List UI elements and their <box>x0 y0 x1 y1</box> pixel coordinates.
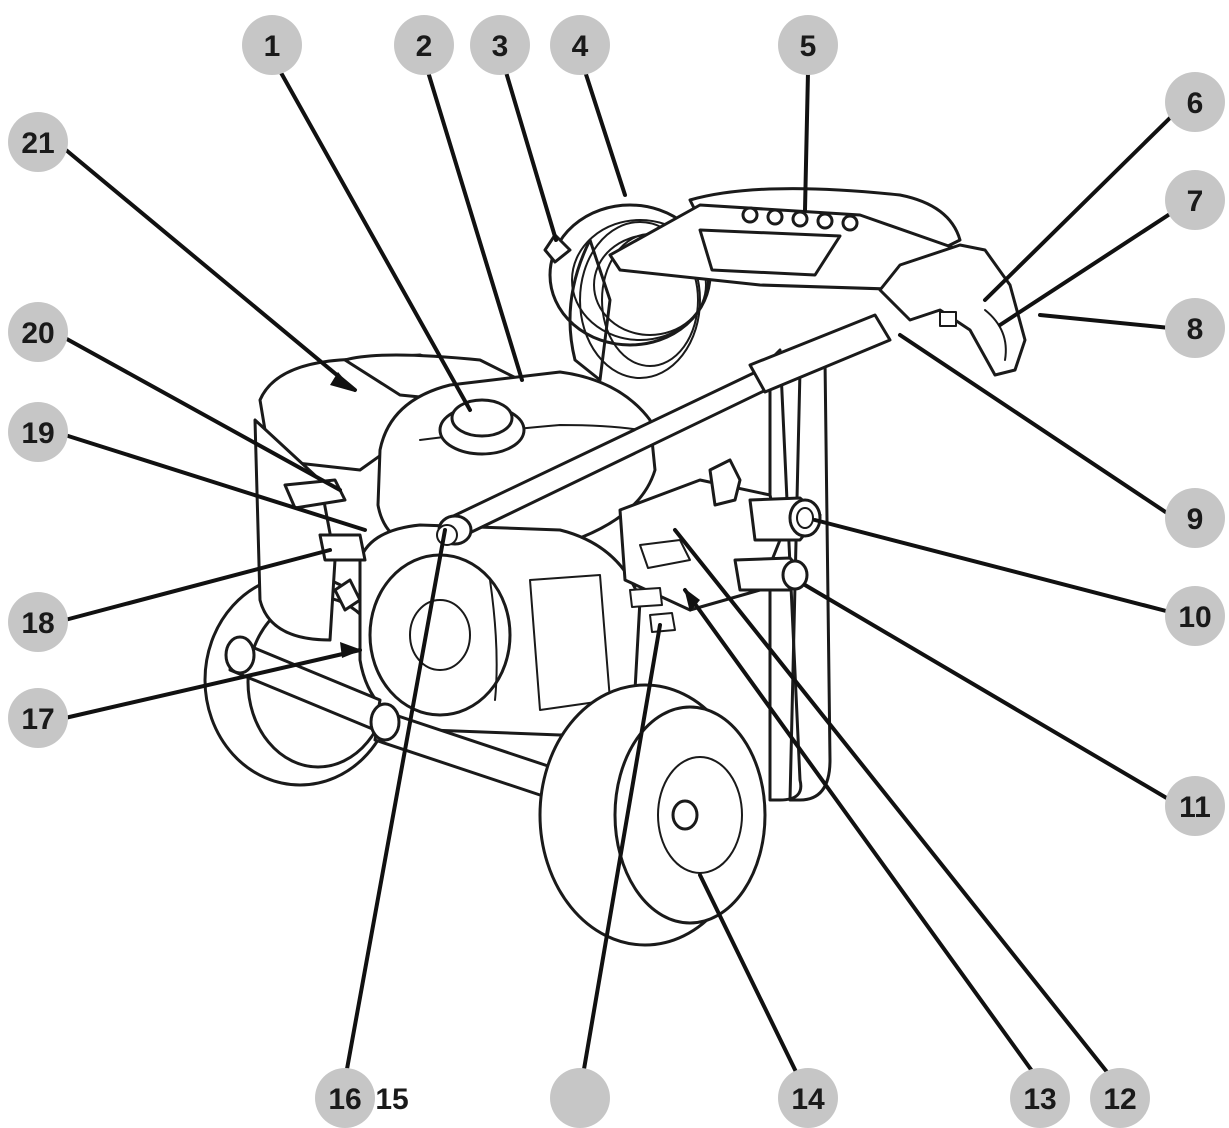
callout-number: 14 <box>791 1083 825 1116</box>
leader-blank <box>581 623 662 1077</box>
callout-number: 11 <box>1179 791 1211 824</box>
callout-8: 8 <box>1165 298 1225 358</box>
callout-14: 14 <box>778 1068 838 1128</box>
callout-number: 13 <box>1023 1083 1056 1116</box>
callout-number: 6 <box>1187 87 1204 120</box>
engine-body <box>253 353 522 642</box>
pressure-washer-illustration <box>203 187 1027 947</box>
pump <box>618 458 822 633</box>
callout-17: 17 <box>8 688 68 748</box>
callout-number: 10 <box>1178 601 1211 634</box>
callout-4: 4 <box>550 15 610 75</box>
leader-2 <box>423 60 524 382</box>
spray-wand <box>436 313 892 546</box>
callout-18: 18 <box>8 592 68 652</box>
arrowhead-21 <box>330 372 355 392</box>
callout-number: 4 <box>572 30 589 63</box>
callout-number: 19 <box>21 417 54 450</box>
callout-3: 3 <box>470 15 530 75</box>
leader-5 <box>803 70 810 212</box>
callout-10: 10 <box>1165 586 1225 646</box>
arrowhead-13 <box>684 588 700 612</box>
leader-10 <box>813 518 1172 614</box>
leader-7 <box>998 208 1178 327</box>
callout-number: 15 <box>375 1083 408 1116</box>
leader-9 <box>898 333 1172 517</box>
leader-1 <box>273 60 472 412</box>
leader-16 <box>343 528 447 1082</box>
leader-6 <box>983 110 1178 302</box>
leader-21 <box>58 143 357 392</box>
leader-19 <box>63 433 367 532</box>
leader-3 <box>501 60 558 242</box>
frame-handle <box>568 187 962 802</box>
callout-number: 9 <box>1187 503 1204 536</box>
spray-gun <box>878 243 1027 377</box>
callout-number: 3 <box>492 30 509 63</box>
callout-15: 15 <box>375 1083 408 1116</box>
callout-11: 11 <box>1165 776 1225 836</box>
callout-number: 16 <box>328 1083 361 1116</box>
callout-5: 5 <box>778 15 838 75</box>
leader-17 <box>63 648 362 720</box>
leader-4 <box>580 60 627 197</box>
leader-11 <box>803 583 1172 802</box>
base-frame <box>224 635 562 802</box>
callout-1: 1 <box>242 15 302 75</box>
callout-number: 1 <box>264 30 281 63</box>
callout-number: 18 <box>21 607 54 640</box>
leader-lines <box>58 60 1178 1084</box>
callout-12: 12 <box>1090 1068 1150 1128</box>
engine-controls <box>283 478 367 612</box>
callout-21: 21 <box>8 112 68 172</box>
callout-number: 17 <box>21 703 54 736</box>
leader-18 <box>63 548 332 622</box>
callout-9: 9 <box>1165 488 1225 548</box>
callout-number: 8 <box>1187 313 1204 346</box>
leader-14 <box>698 873 802 1082</box>
callout-7: 7 <box>1165 170 1225 230</box>
callout-2: 2 <box>394 15 454 75</box>
callout-20: 20 <box>8 302 68 362</box>
callout-number: 21 <box>21 127 54 160</box>
callout-19: 19 <box>8 402 68 462</box>
callout-number: 2 <box>416 30 433 63</box>
leader-13 <box>683 588 1042 1084</box>
leader-12 <box>673 528 1117 1084</box>
callout-number: 5 <box>800 30 817 63</box>
callout-blank <box>550 1068 610 1128</box>
callout-number: 7 <box>1187 185 1204 218</box>
callout-16: 16 <box>315 1068 375 1128</box>
callout-number: 12 <box>1103 1083 1136 1116</box>
leader-8 <box>1038 313 1172 330</box>
front-wheel <box>538 683 767 947</box>
arrowhead-17 <box>340 642 362 658</box>
callout-13: 13 <box>1010 1068 1070 1128</box>
callout-number: 20 <box>21 317 54 350</box>
leader-20 <box>63 336 342 492</box>
callout-6: 6 <box>1165 72 1225 132</box>
